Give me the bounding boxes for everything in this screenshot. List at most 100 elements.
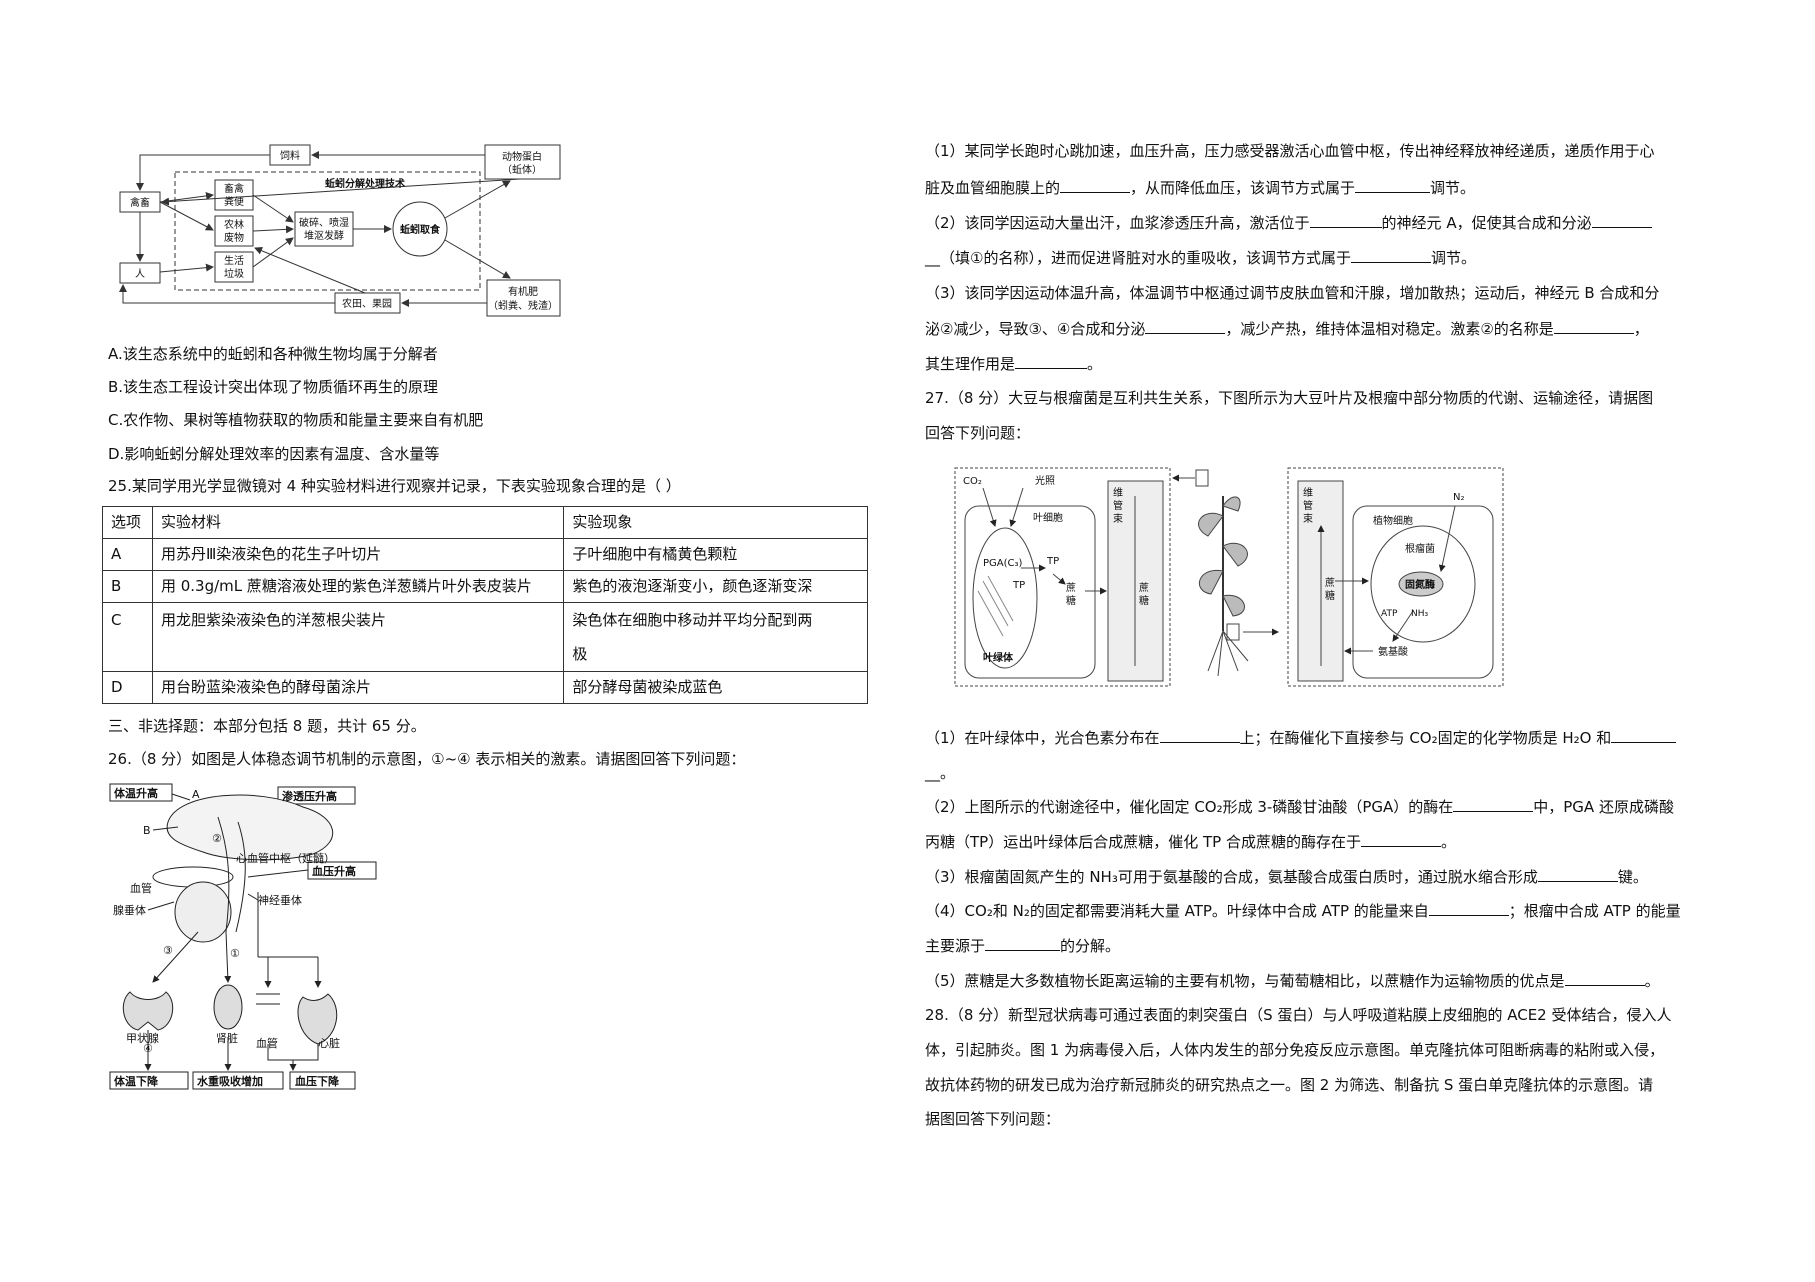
pga-label: PGA(C₃) (983, 558, 1023, 569)
neuron-b-label: B (143, 824, 151, 837)
q28-line3: 故抗体药物的研发已成为治疗新冠肺炎的研究热点之一。图 2 为筛选、制备抗 S 蛋… (925, 1076, 1654, 1094)
bundle-sucrose-label-2: 糖 (1139, 594, 1149, 607)
table-cell: C (102, 602, 153, 672)
leaf-cell-label: 叶细胞 (1033, 511, 1063, 524)
table-header: 实验材料 (151, 506, 565, 539)
text-segment: 脏及血管细胞膜上的 (925, 179, 1061, 197)
osmotic-rise-label: 渗透压升高 (282, 789, 337, 803)
livestock-label: 禽畜 (130, 196, 150, 209)
text-segment: ，从而降低血压，该调节方式属于 (1130, 179, 1356, 197)
pituitary-label: 腺垂体 (113, 903, 146, 917)
technique-label: 蚯蚓分解处理技术 (325, 177, 405, 190)
process-label-2: 堆沤发酵 (304, 229, 344, 242)
q27-part1-line1: （1）在叶绿体中，光合色素分布在上；在酶催化下直接参与 CO₂固定的化学物质是 … (925, 727, 1677, 749)
amino-acid-label: 氨基酸 (1378, 645, 1408, 658)
table-cell: 用苏丹Ⅲ染液染色的花生子叶切片 (151, 538, 565, 571)
text-segment: ；根瘤中合成 ATP 的能量 (1508, 902, 1681, 920)
text-segment: 主要源于 (925, 937, 986, 955)
table-cell: 紫色的液泡逐渐变小，颜色逐渐变深 (563, 570, 868, 603)
table-cell: 用龙胆紫染液染色的洋葱根尖装片 (151, 602, 565, 672)
text-segment: 调节。 (1430, 249, 1476, 267)
q27-part4-line1: （4）CO₂和 N₂的固定都需要消耗大量 ATP。叶绿体中合成 ATP 的能量来… (925, 900, 1681, 922)
bundle-sucrose-label-1: 蔗 (1139, 582, 1149, 594)
agri-label-2: 废物 (224, 231, 244, 244)
human-label: 人 (135, 268, 145, 280)
answer-blank[interactable] (1350, 248, 1431, 263)
q28-line2: 体，引起肺炎。图 1 为病毒侵入后，人体内发生的部分免疫反应示意图。单克隆抗体可… (925, 1041, 1665, 1059)
answer-blank[interactable] (1591, 213, 1652, 228)
answer-blank[interactable] (1611, 728, 1677, 743)
answer-blank[interactable] (1564, 971, 1645, 986)
q27-part2-line2: 丙糖（TP）运出叶绿体后合成蔗糖，催化 TP 合成蔗糖的酶存在于。 (925, 831, 1456, 853)
water-reabsorb-label: 水重吸收增加 (197, 1074, 263, 1088)
bundle2-label-3: 束 (1303, 513, 1313, 525)
q26-part3-line2: 泌②减少，导致③、④合成和分泌，减少产热，维持体温相对稳定。激素②的名称是， (925, 318, 1649, 340)
q26-part1-line2: 脏及血管细胞膜上的 ，从而降低血压，该调节方式属于 调节。 (925, 177, 1475, 199)
rhizobia-label: 根瘤菌 (1405, 542, 1435, 555)
answer-blank[interactable] (1015, 354, 1088, 369)
text-segment: __（填①的名称），进而促进肾脏对水的重吸收，该调节方式属于 (925, 249, 1351, 267)
garbage-label-2: 垃圾 (224, 267, 244, 280)
text-segment: 丙糖（TP）运出叶绿体后合成蔗糖，催化 TP 合成蔗糖的酶存在于 (925, 833, 1361, 851)
answer-blank[interactable] (1428, 901, 1509, 916)
q26-part2-line2: __（填①的名称），进而促进肾脏对水的重吸收，该调节方式属于 调节。 (925, 247, 1476, 269)
manure-label-1: 畜禽 (224, 182, 244, 195)
answer-blank[interactable] (1360, 832, 1441, 847)
bundle2-label-1: 维 (1303, 486, 1313, 499)
answer-blank[interactable] (1145, 319, 1226, 334)
answer-blank[interactable] (1453, 797, 1534, 812)
tp-label-inner: TP (1012, 580, 1025, 591)
experiment-table: 选项 实验材料 实验现象 A 用苏丹Ⅲ染液染色的花生子叶切片 子叶细胞中有橘黄色… (102, 506, 868, 704)
table-cell: 部分酵母菌被染成蓝色 (563, 671, 868, 704)
answer-blank[interactable] (1355, 178, 1431, 193)
table-cell: 用 0.3g/mL 蔗糖溶液处理的紫色洋葱鳞片叶外表皮装片 (151, 570, 565, 603)
q26-part2-line1: （2）该同学因运动大量出汗，血浆渗透压升高，激活位于的神经元 A，促使其合成和分… (925, 212, 1652, 234)
text-segment: 的分解。 (1060, 937, 1121, 955)
answer-blank[interactable] (1553, 319, 1634, 334)
table-row: D 用台盼蓝染液染色的酵母菌涂片 部分酵母菌被染成蓝色 (102, 671, 868, 704)
table-row: C 用龙胆紫染液染色的洋葱根尖装片 染色体在细胞中移动并平均分配到两 极 (102, 602, 868, 672)
q28-line1: 28.（8 分）新型冠状病毒可通过表面的刺突蛋白（S 蛋白）与人呼吸道粘膜上皮细… (925, 1006, 1672, 1024)
co2-label: CO₂ (963, 476, 982, 487)
tp-label-outer: TP (1046, 556, 1059, 567)
q26-stem: 26.（8 分）如图是人体稳态调节机制的示意图，①~④ 表示相关的激素。请据图回… (108, 750, 746, 768)
answer-blank[interactable] (985, 936, 1061, 951)
section-heading: 三、非选择题：本部分包括 8 题，共计 65 分。 (108, 717, 426, 735)
table-cell: 用台盼蓝染液染色的酵母菌涂片 (151, 671, 565, 704)
text-segment: （5）蔗糖是大多数植物长距离运输的主要有机物，与葡萄糖相比，以蔗糖作为运输物质的… (925, 972, 1565, 990)
vessel-label: 血管 (130, 881, 152, 895)
text-segment: 。 (1087, 355, 1103, 373)
text-segment: ， (1633, 320, 1649, 338)
neuro-pituitary-label: 神经垂体 (258, 893, 302, 907)
text-segment: （2）上图所示的代谢途径中，催化固定 CO₂形成 3-磷酸甘油酸（PGA）的酶在 (925, 798, 1454, 816)
answer-blank[interactable] (1060, 178, 1131, 193)
temp-drop-label: 体温下降 (114, 1074, 159, 1088)
table-header-row: 选项 实验材料 实验现象 (102, 506, 868, 539)
n2-label: N₂ (1453, 492, 1465, 503)
fertilizer-label-1: 有机肥 (508, 285, 538, 298)
table-cell-line: 极 (572, 645, 588, 663)
table-cell: 子叶细胞中有橘黄色颗粒 (563, 538, 868, 571)
table-cell-line: 染色体在细胞中移动并平均分配到两 (572, 611, 813, 629)
farmland-label: 农田、果园 (342, 297, 392, 310)
text-segment: 键。 (1617, 868, 1648, 886)
vessel2-label: 血管 (256, 1036, 278, 1050)
text-segment: （3）根瘤菌固氮产生的 NH₃可用于氨基酸的合成，氨基酸合成蛋白质时，通过脱水缩… (925, 868, 1538, 886)
q27-part1-line2: __。 (925, 764, 956, 782)
table-header: 实验现象 (563, 506, 868, 539)
neuron-a-label: A (192, 788, 200, 801)
answer-blank[interactable] (1537, 867, 1618, 882)
q24-option-a: A.该生态系统中的蚯蚓和各种微生物均属于分解者 (108, 345, 438, 363)
q24-option-c: C.农作物、果树等植物获取的物质和能量主要来自有机肥 (108, 411, 484, 429)
text-segment: 泌②减少，导致③、④合成和分泌 (925, 320, 1146, 338)
protein-label-1: 动物蛋白 (502, 150, 542, 163)
text-segment: 其生理作用是 (925, 355, 1016, 373)
answer-blank[interactable] (1309, 213, 1382, 228)
text-segment: 调节。 (1430, 179, 1476, 197)
sucrose-label-2: 糖 (1066, 594, 1076, 607)
answer-blank[interactable] (1159, 728, 1240, 743)
text-segment: （2）该同学因运动大量出汗，血浆渗透压升高，激活位于 (925, 214, 1310, 232)
heart-label: 心脏 (318, 1037, 340, 1050)
chloroplast-label: 叶绿体 (983, 651, 1014, 664)
earthworm-label: 蚯蚓取食 (400, 223, 441, 236)
